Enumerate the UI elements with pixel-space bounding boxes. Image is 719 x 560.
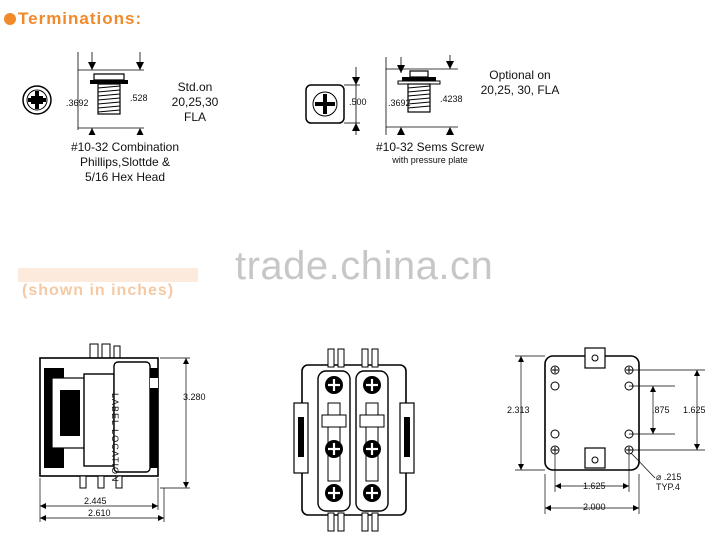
screw2-caption: #10-32 Sems Screw with pressure plate <box>360 140 500 166</box>
front-screws <box>325 376 381 502</box>
side-dim-width-outer: 2.610 <box>88 508 111 518</box>
bottom-dim-height: 2.313 <box>507 405 530 415</box>
bottom-dim-width: 2.000 <box>583 502 606 512</box>
screw1-caption-line2: Phillips,Slottde & <box>79 155 171 169</box>
faded-heading-bar <box>18 268 198 282</box>
screw2-dim-left: .3692 <box>388 98 411 108</box>
screw2-caption-line1: #10-32 Sems Screw <box>375 140 485 154</box>
units-label: (shown in inches) <box>22 282 175 299</box>
screw2-caption-line2: with pressure plate <box>392 155 468 165</box>
label-location-text: LABEL LOCATION <box>110 393 120 483</box>
section-title: Terminations: <box>18 9 143 28</box>
screw1-caption: #10-32 Combination Phillips,Slottde & 5/… <box>40 140 210 185</box>
screw1-top-view <box>22 85 52 115</box>
screw2-dim-right: .4238 <box>440 94 463 104</box>
header-bullet <box>4 13 16 25</box>
screw1-drawing <box>22 52 144 135</box>
screw2-drawing <box>305 55 458 135</box>
screw1-caption-line3: 5/16 Hex Head <box>84 170 166 184</box>
screw2-dim-head: .500 <box>349 97 367 107</box>
bottom-dim-right-height: 1.625 <box>683 405 706 415</box>
watermark: trade.china.cn <box>235 244 494 288</box>
contactor-front-view <box>293 348 415 532</box>
screw2-side-view <box>385 55 458 135</box>
bottom-hole-diameter: ⌀ .215 <box>656 472 682 482</box>
screw1-dim-right: .528 <box>130 93 148 103</box>
screw1-side-view <box>77 52 144 135</box>
screw2-note: Optional on 20,25, 30, FLA <box>480 68 560 97</box>
side-dim-height: 3.280 <box>183 392 206 402</box>
bottom-dim-hole-spacing: 1.625 <box>583 481 606 491</box>
screw1-note: Std.on 20,25,30 FLA <box>171 80 219 124</box>
contactor-side-view <box>39 343 190 522</box>
bottom-hole-typ: TYP.4 <box>656 482 680 492</box>
screw1-caption-line1: #10-32 Combination <box>70 140 180 154</box>
screw1-dim-left: .3692 <box>66 98 89 108</box>
bottom-dim-inner-gap: .875 <box>652 405 670 415</box>
side-dim-width-inner: 2.445 <box>84 496 107 506</box>
screw2-top-view <box>305 67 360 135</box>
contactor-bottom-view <box>515 347 705 514</box>
